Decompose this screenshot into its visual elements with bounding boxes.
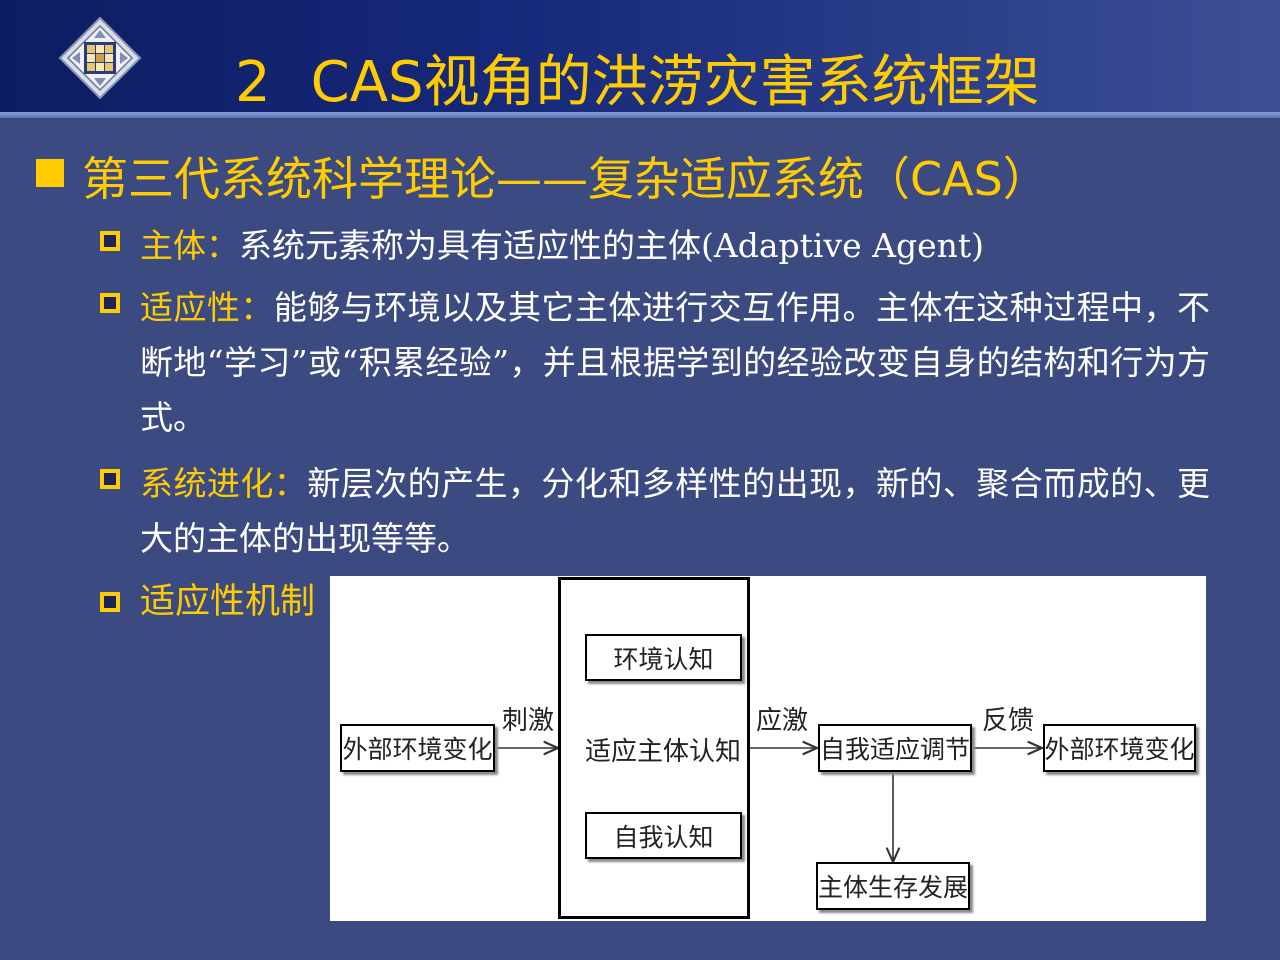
list-item-agent: 主体：系统元素称为具有适应性的主体(Adaptive Agent) <box>100 218 1210 273</box>
institution-logo-icon <box>58 16 142 100</box>
adaptive-mechanism-diagram: 外部环境变化 刺激 环境认知 适应主体认知 自我认知 应激 自我适应调节 反馈 … <box>330 576 1206 921</box>
response-label: 应激 <box>756 706 809 736</box>
hollow-square-bullet-icon <box>100 231 120 251</box>
item-term: 系统进化： <box>140 464 308 503</box>
list-item-content: 主体：系统元素称为具有适应性的主体(Adaptive Agent) <box>140 218 1210 273</box>
list-item-content: 适应性：能够与环境以及其它主体进行交互作用。主体在这种过程中，不断地“学习”或“… <box>140 280 1210 445</box>
title-bar <box>0 0 1280 112</box>
title-text: CAS视角的洪涝灾害系统框架 <box>310 50 1040 115</box>
list-item-evolution: 系统进化：新层次的产生，分化和多样性的出现，新的、聚合而成的、更大的主体的出现等… <box>100 456 1210 566</box>
agent-survival-development-box: 主体生存发展 <box>816 862 970 910</box>
item-term: 主体： <box>140 226 239 265</box>
list-item-mechanism: 适应性机制 <box>100 578 320 626</box>
adaptive-agent-cognition-label: 适应主体认知 <box>585 737 742 767</box>
diagram-connectors <box>497 576 1206 921</box>
item-term: 适应性机制 <box>140 582 316 622</box>
title-divider <box>0 112 1280 118</box>
list-item-adaptability: 适应性：能够与环境以及其它主体进行交互作用。主体在这种过程中，不断地“学习”或“… <box>100 280 1210 445</box>
item-text: 新层次的产生，分化和多样性的出现，新的、聚合而成的、更大的主体的出现等等。 <box>140 464 1211 558</box>
item-text: 系统元素称为具有适应性的主体(Adaptive Agent) <box>239 226 984 265</box>
environment-cognition-box: 环境认知 <box>585 634 742 681</box>
item-term: 适应性： <box>140 288 274 327</box>
hollow-square-bullet-icon <box>100 592 120 612</box>
square-bullet-icon <box>36 159 64 187</box>
title-number: 2 <box>235 50 271 115</box>
self-adaptive-adjustment-box: 自我适应调节 <box>818 724 972 772</box>
slide-title: 2 CAS视角的洪涝灾害系统框架 <box>235 48 1040 118</box>
hollow-square-bullet-icon <box>100 293 120 313</box>
feedback-label: 反馈 <box>982 706 1035 736</box>
item-text: 能够与环境以及其它主体进行交互作用。主体在这种过程中，不断地“学习”或“积累经验… <box>140 288 1211 437</box>
external-change-box-right: 外部环境变化 <box>1043 724 1196 772</box>
main-point: 第三代系统科学理论——复杂适应系统（CAS） <box>36 148 1049 210</box>
hollow-square-bullet-icon <box>100 469 120 489</box>
main-point-text: 第三代系统科学理论——复杂适应系统（CAS） <box>82 152 1049 206</box>
stimulus-label: 刺激 <box>502 706 555 736</box>
list-item-content: 系统进化：新层次的产生，分化和多样性的出现，新的、聚合而成的、更大的主体的出现等… <box>140 456 1210 566</box>
external-change-box-left: 外部环境变化 <box>340 724 495 772</box>
self-cognition-box: 自我认知 <box>585 812 742 859</box>
